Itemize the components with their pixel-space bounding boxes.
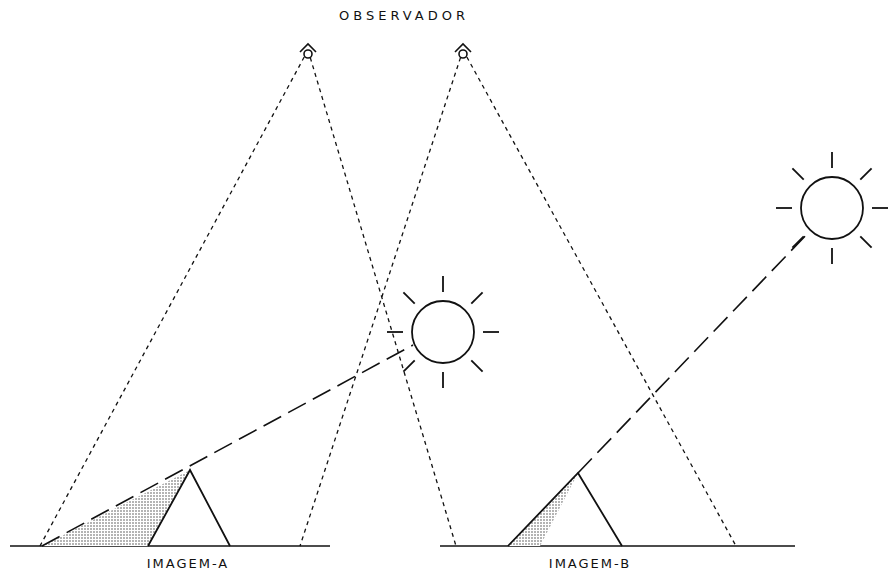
sun-ray-mark — [872, 207, 888, 209]
view-line — [463, 50, 736, 546]
sun-ray-mark — [831, 248, 833, 264]
sun-ray-mark — [792, 236, 803, 247]
shadow — [42, 470, 190, 546]
sun-ray-mark — [776, 207, 792, 209]
sun-ray-mark — [387, 331, 403, 333]
observer-eye — [459, 50, 467, 58]
sun-ray-mark — [442, 372, 444, 388]
sun-ray-mark — [483, 331, 499, 333]
view-line — [308, 50, 456, 546]
sun-ray-mark — [831, 152, 833, 168]
view-line — [40, 50, 308, 546]
sun-ray-mark — [403, 360, 414, 371]
sun-ray-mark — [860, 236, 871, 247]
sun — [412, 301, 474, 363]
sun-ray-mark — [471, 292, 482, 303]
mountain — [148, 470, 230, 546]
image-label: IMAGEM-A — [147, 556, 230, 571]
observer-label: OBSERVADOR — [339, 8, 469, 23]
sun-ray — [42, 345, 413, 546]
sun-ray-mark — [471, 360, 482, 371]
sun — [801, 177, 863, 239]
view-line — [300, 50, 463, 546]
sun-ray-mark — [860, 168, 871, 179]
sun-ray — [578, 231, 810, 473]
sun-ray-mark — [442, 276, 444, 292]
sun-ray-mark — [403, 292, 414, 303]
observer-eye — [304, 50, 312, 58]
ground-line — [440, 545, 795, 547]
sun-ray-mark — [792, 168, 803, 179]
mountain — [508, 473, 622, 546]
image-label: IMAGEM-B — [549, 556, 631, 571]
